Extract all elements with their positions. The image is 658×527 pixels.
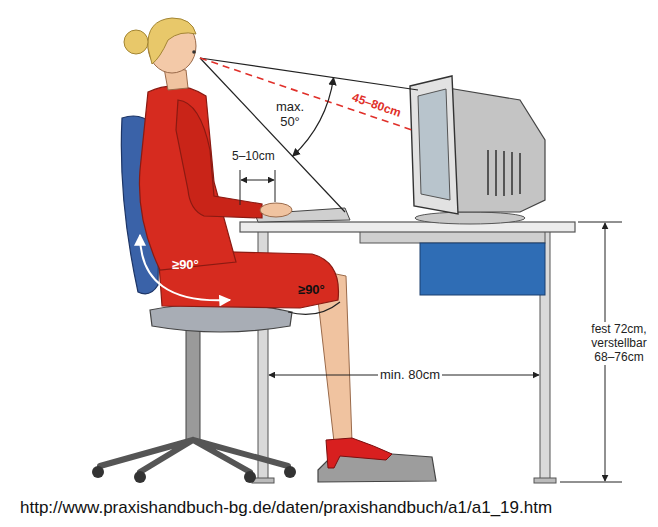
dimension-label: fest 72cm, verstellbar 68–76cm (586, 322, 652, 365)
angle-label: ≥90° (172, 258, 199, 273)
monitor (410, 76, 545, 224)
label-holder: ≥90° (172, 258, 199, 273)
label-holder: 5–10cm (232, 150, 275, 164)
label-holder: fest 72cm, verstellbar 68–76cm (586, 322, 652, 365)
label-holder: 45–80cm (350, 91, 402, 121)
seated-woman (124, 18, 392, 468)
angle-label: max. 50° (272, 100, 308, 130)
hand-distance-dimension (240, 170, 275, 205)
source-url: http://www.praxishandbuch-bg.de/daten/pr… (20, 498, 552, 518)
hip-angle-arc (140, 235, 230, 300)
angle-label: ≥90° (298, 283, 325, 298)
sight-lines (200, 58, 418, 212)
label-holder: min. 80cm (378, 367, 442, 384)
knee-angle-arc (288, 302, 340, 314)
distance-label: 45–80cm (350, 91, 402, 121)
label-holder: http://www.praxishandbuch-bg.de/daten/pr… (20, 498, 552, 518)
dimension-label: min. 80cm (378, 367, 442, 384)
label-holder: ≥90° (298, 283, 325, 298)
label-holder: max. 50° (272, 100, 308, 130)
dimension-label: 5–10cm (232, 150, 275, 164)
